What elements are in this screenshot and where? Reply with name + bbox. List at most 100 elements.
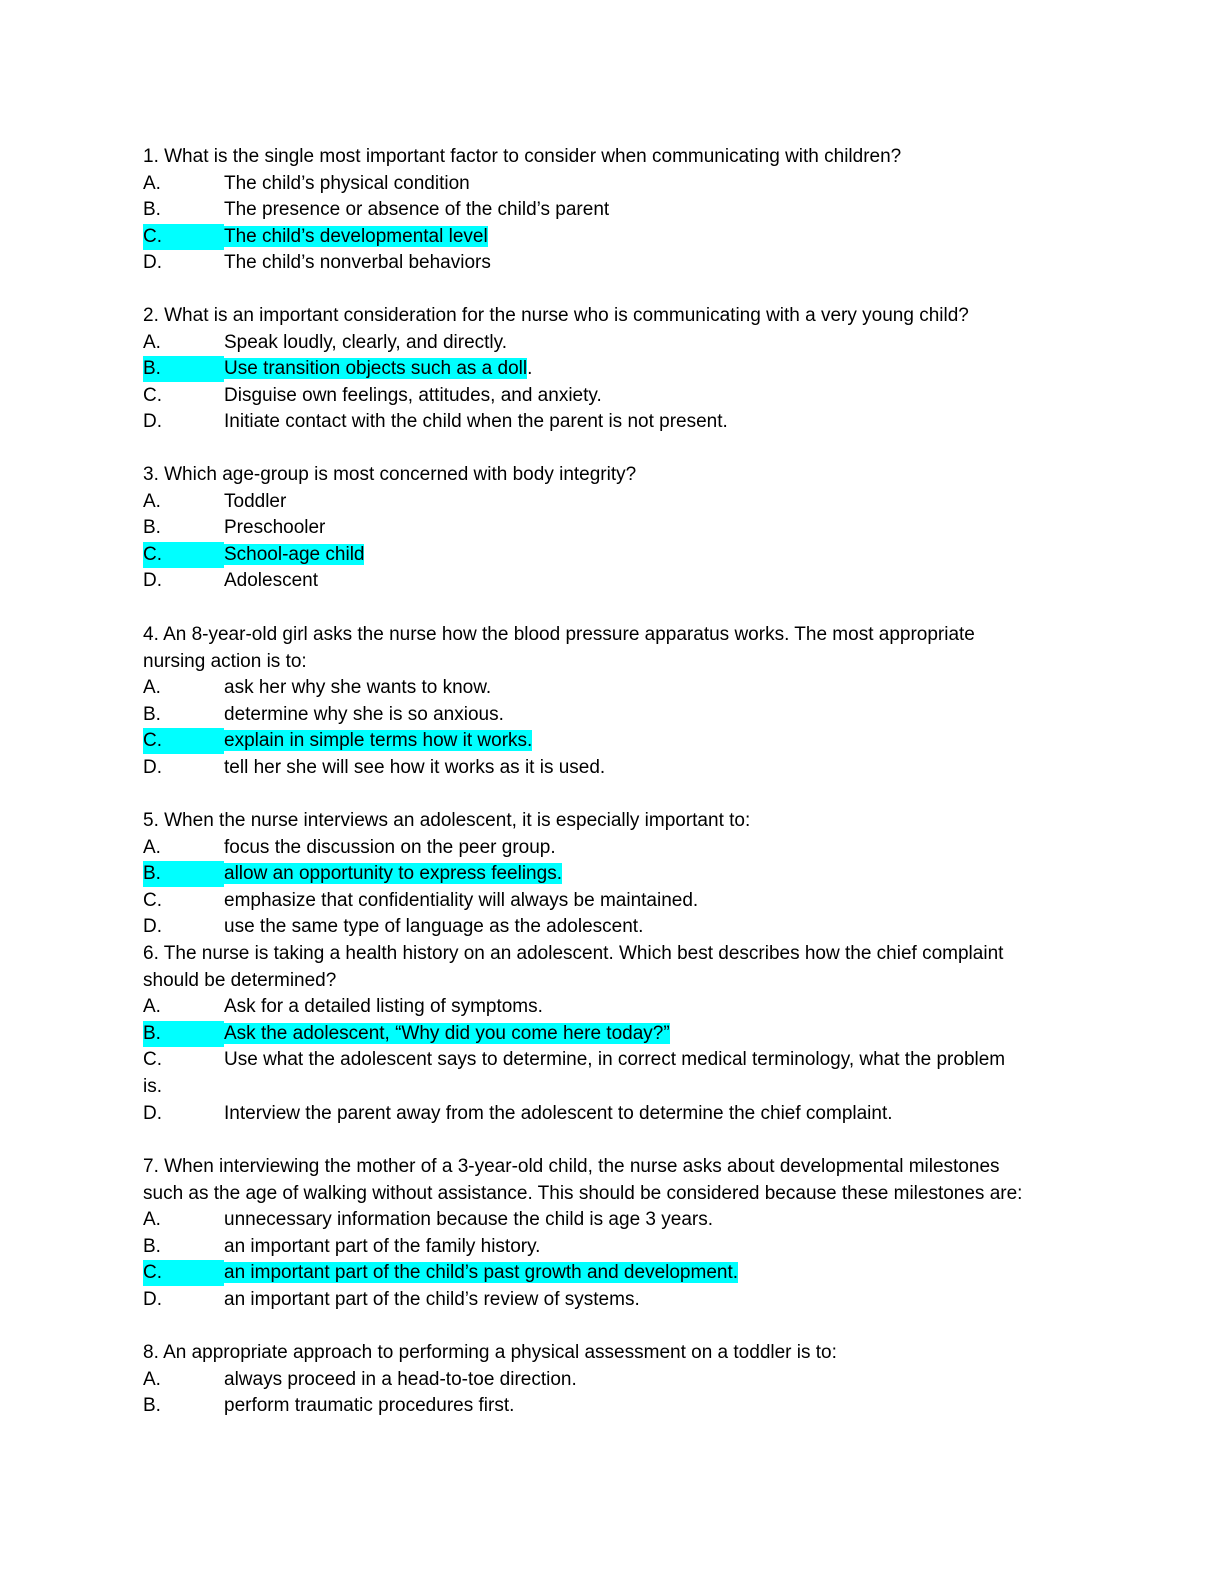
option-answer-text: focus the discussion on the peer group. — [224, 836, 556, 858]
option-answer-text: tell her she will see how it works as it… — [224, 757, 606, 778]
question-3-option-d: D.Adolescent — [143, 568, 1083, 594]
question-1-stem: 1. What is the single most important fac… — [143, 144, 1083, 170]
option-letter-text: B. — [143, 861, 224, 888]
question-4-option-b: B.determine why she is so anxious. — [143, 702, 1083, 728]
option-text: perform traumatic procedures first. — [224, 1393, 514, 1419]
option-letter: A. — [143, 675, 161, 701]
option-letter-text: C. — [143, 1260, 224, 1287]
option-letter-text: C. — [143, 384, 162, 406]
question-5-stem: 5. When the nurse interviews an adolesce… — [143, 808, 1083, 834]
option-letter: C. — [143, 1260, 224, 1287]
question-5-option-a: A.focus the discussion on the peer group… — [143, 835, 1083, 861]
option-answer-text: Interview the parent away from the adole… — [224, 1102, 893, 1124]
option-text: ask her why she wants to know. — [224, 675, 491, 701]
option-text: an important part of the family history. — [224, 1234, 540, 1260]
question-6-stem: should be determined? — [143, 968, 1083, 994]
option-letter-text: B. — [143, 356, 224, 383]
question-7-option-a: A.unnecessary information because the ch… — [143, 1207, 1083, 1233]
question-4-option-c: C.explain in simple terms how it works. — [143, 728, 1083, 755]
option-text: Preschooler — [224, 515, 325, 541]
question-7-stem: such as the age of walking without assis… — [143, 1181, 1083, 1207]
option-answer-text: Disguise own feelings, attitudes, and an… — [224, 384, 602, 406]
question-5-option-d: D.use the same type of language as the a… — [143, 914, 1083, 940]
option-letter-text: C. — [143, 1049, 162, 1071]
question-7-option-b: B.an important part of the family histor… — [143, 1234, 1083, 1260]
option-letter: D. — [143, 755, 162, 781]
question-stem-text: nursing action is to: — [143, 650, 307, 672]
option-letter-text: A. — [143, 677, 161, 699]
question-2-option-d: D.Initiate contact with the child when t… — [143, 409, 1083, 435]
option-letter: A. — [143, 1207, 161, 1233]
option-letter-text: B. — [143, 1020, 224, 1047]
option-letter: D. — [143, 1287, 162, 1313]
option-answer-text: an important part of the child’s review … — [224, 1289, 640, 1310]
question-3-option-c: C.School-age child — [143, 541, 1083, 568]
option-continuation: is. — [143, 1074, 1083, 1100]
option-letter: D. — [143, 250, 162, 276]
option-answer-text: perform traumatic procedures first. — [224, 1395, 515, 1417]
option-letter: D. — [143, 568, 162, 594]
question-5-option-b: B.allow an opportunity to express feelin… — [143, 861, 1083, 888]
option-answer-text: Ask for a detailed listing of symptoms. — [224, 996, 543, 1018]
option-letter-text: A. — [143, 1209, 161, 1231]
option-answer-text: The child’s physical condition — [224, 172, 470, 194]
question-8-option-b: B. perform traumatic procedures first. — [143, 1393, 1083, 1419]
question-2-option-b: B.Use transition objects such as a doll. — [143, 356, 1083, 383]
option-letter-text: A. — [143, 490, 161, 512]
question-stem-text: 8. An appropriate approach to performing… — [143, 1342, 837, 1363]
question-3-stem: 3. Which age-group is most concerned wit… — [143, 462, 1083, 488]
highlighted-answer-text: an important part of the child’s past gr… — [224, 1262, 739, 1284]
option-letter: C. — [143, 223, 224, 250]
option-text: tell her she will see how it works as it… — [224, 755, 605, 781]
option-letter-text: D. — [143, 1289, 162, 1310]
question-stem-text: 3. Which age-group is most concerned wit… — [143, 464, 637, 485]
question-6-option-b: B.Ask the adolescent, “Why did you come … — [143, 1020, 1083, 1047]
option-letter-text: C. — [143, 889, 162, 911]
question-8-option-a: A. always proceed in a head-to-toe direct… — [143, 1367, 1083, 1393]
option-text: The child’s physical condition — [224, 171, 470, 197]
option-answer-text: ask her why she wants to know. — [224, 677, 492, 699]
question-stem-text: 2. What is an important consideration fo… — [143, 305, 969, 326]
question-5-option-c: C. emphasize that confidentiality will al… — [143, 888, 1083, 914]
question-stem-text: such as the age of walking without assis… — [143, 1182, 1023, 1204]
option-letter: B. — [143, 1393, 161, 1419]
option-text: Ask the adolescent, “Why did you come he… — [224, 1021, 670, 1047]
option-text: Use what the adolescent says to determin… — [224, 1047, 1005, 1073]
option-text: School-age child — [224, 542, 365, 568]
option-letter: A. — [143, 171, 161, 197]
option-letter-text: A. — [143, 1368, 161, 1390]
question-6-option-d: D.Interview the parent away from the ado… — [143, 1101, 1083, 1127]
option-answer-text: The presence or absence of the child’s p… — [224, 199, 610, 221]
option-letter: C. — [143, 728, 224, 755]
option-text: The child’s nonverbal behaviors — [224, 250, 491, 276]
highlighted-answer-text: School-age child — [224, 543, 365, 565]
option-answer-text: Speak loudly, clearly, and directly. — [224, 331, 508, 353]
option-text: Toddler — [224, 489, 286, 515]
question-1-option-a: A. The child’s physical condition — [143, 171, 1083, 197]
highlighted-answer-text: The child’s developmental level — [224, 225, 488, 247]
option-text: explain in simple terms how it works. — [224, 728, 533, 754]
option-text: The presence or absence of the child’s p… — [224, 197, 609, 223]
option-letter: D. — [143, 409, 162, 435]
question-6-stem: 6. The nurse is taking a health history … — [143, 941, 1083, 967]
option-answer-text: Toddler — [224, 490, 287, 512]
question-4-option-a: A. ask her why she wants to know. — [143, 675, 1083, 701]
option-letter-text: C. — [143, 728, 224, 755]
option-suffix: . — [527, 358, 533, 380]
option-letter: D. — [143, 914, 162, 940]
question-6-option-c: C. Use what the adolescent says to determ… — [143, 1047, 1083, 1073]
question-stem-text: 1. What is the single most important fac… — [143, 146, 902, 167]
option-text: determine why she is so anxious. — [224, 702, 504, 728]
option-answer-text: emphasize that confidentiality will alwa… — [224, 889, 699, 911]
option-letter-text: B. — [143, 1395, 161, 1417]
option-text: always proceed in a head-to-toe directio… — [224, 1367, 577, 1393]
option-text: Use transition objects such as a doll. — [224, 356, 532, 382]
option-letter: B. — [143, 197, 161, 223]
option-letter: B. — [143, 861, 224, 888]
question-4-stem: 4. An 8-year-old girl asks the nurse how… — [143, 622, 1083, 648]
question-2-stem: 2. What is an important consideration fo… — [143, 303, 1083, 329]
option-letter-text: D. — [143, 411, 162, 433]
option-text: Speak loudly, clearly, and directly. — [224, 330, 507, 356]
option-answer-text: Use what the adolescent says to determin… — [224, 1049, 1006, 1071]
question-2-option-c: C. Disguise own feelings, attitudes, and … — [143, 383, 1083, 409]
